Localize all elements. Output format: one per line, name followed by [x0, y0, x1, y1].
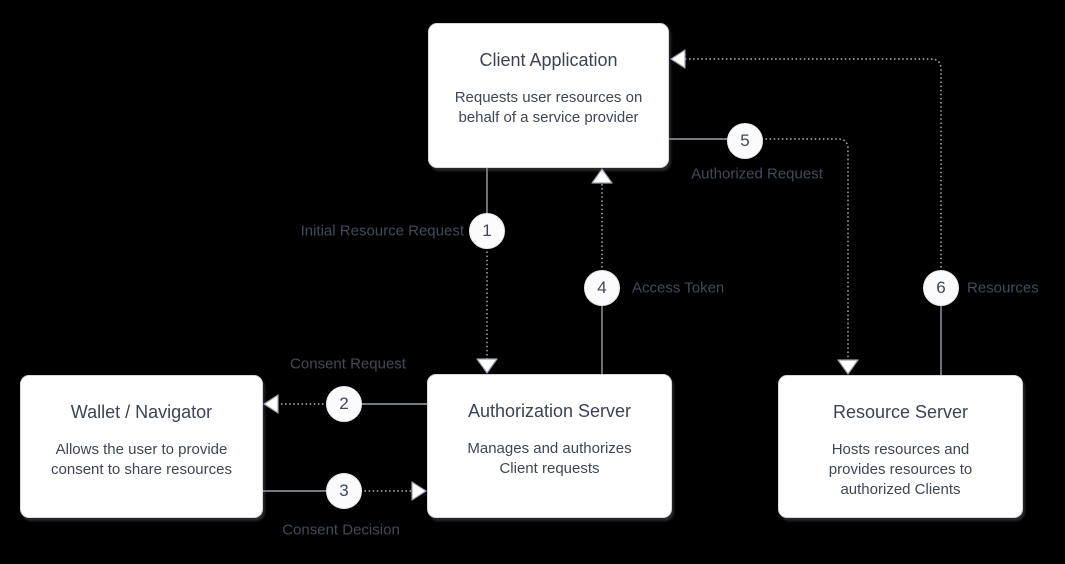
- node-title: Authorization Server: [467, 401, 632, 421]
- edge-6-dotted-segment: [685, 58, 942, 288]
- edge-5-arrowhead-down-icon: [837, 359, 859, 375]
- edge-6-arrowhead-left-icon: [670, 49, 686, 69]
- node-description-line: Client requests: [499, 460, 600, 477]
- edge-1-arrowhead-down-icon: [476, 358, 498, 374]
- edge-3-step-badge: 3: [326, 473, 362, 509]
- node-description-line: behalf of a service provider: [458, 109, 639, 126]
- edge-5-label: Authorized Request: [691, 165, 823, 183]
- step-number: 3: [339, 481, 349, 500]
- edge-2-step-badge: 2: [326, 386, 362, 422]
- step-number: 4: [597, 278, 607, 297]
- edge-1-step-badge: 1: [469, 213, 505, 249]
- node-title: Client Application: [479, 50, 618, 70]
- step-number: 5: [740, 131, 750, 150]
- node-description-line: Requests user resources on: [454, 89, 643, 106]
- edge-6-label: Resources: [967, 279, 1039, 297]
- node-description-line: authorized Clients: [840, 481, 961, 498]
- edge-4-arrowhead-up-icon: [591, 168, 613, 184]
- node-description-line: Allows the user to provide: [55, 441, 228, 458]
- node-description-line: provides resources to: [828, 461, 973, 478]
- node-resource-server: Resource Server Hosts resources and prov…: [778, 375, 1023, 518]
- node-description-line: Manages and authorizes: [467, 440, 632, 457]
- node-description: Allows the user to provide consent to sh…: [21, 440, 262, 480]
- node-description: Hosts resources and provides resources t…: [779, 440, 1022, 500]
- step-number: 2: [339, 394, 349, 413]
- edge-5-step-badge: 5: [727, 123, 763, 159]
- edge-6-step-badge: 6: [923, 270, 959, 306]
- node-client-application: Client Application Requests user resourc…: [428, 23, 669, 168]
- edge-2-label: Consent Request: [290, 355, 406, 373]
- edge-4-step-badge: 4: [584, 270, 620, 306]
- node-description-line: consent to share resources: [51, 461, 232, 478]
- edge-3-label: Consent Decision: [282, 521, 400, 539]
- node-description-line: Hosts resources and: [831, 441, 970, 458]
- edge-3-arrowhead-right-icon: [411, 481, 427, 501]
- node-wallet-navigator: Wallet / Navigator Allows the user to pr…: [20, 375, 263, 518]
- node-title: Resource Server: [832, 402, 969, 422]
- edge-2-arrowhead-left-icon: [263, 394, 279, 414]
- node-authorization-server: Authorization Server Manages and authori…: [427, 374, 672, 518]
- edge-1-label: Initial Resource Request: [300, 222, 464, 240]
- node-description: Requests user resources on behalf of a s…: [429, 88, 668, 128]
- node-title: Wallet / Navigator: [70, 402, 213, 422]
- node-description: Manages and authorizes Client requests: [428, 439, 671, 479]
- step-number: 1: [482, 221, 492, 240]
- edge-4-label: Access Token: [632, 279, 725, 297]
- step-number: 6: [936, 278, 946, 297]
